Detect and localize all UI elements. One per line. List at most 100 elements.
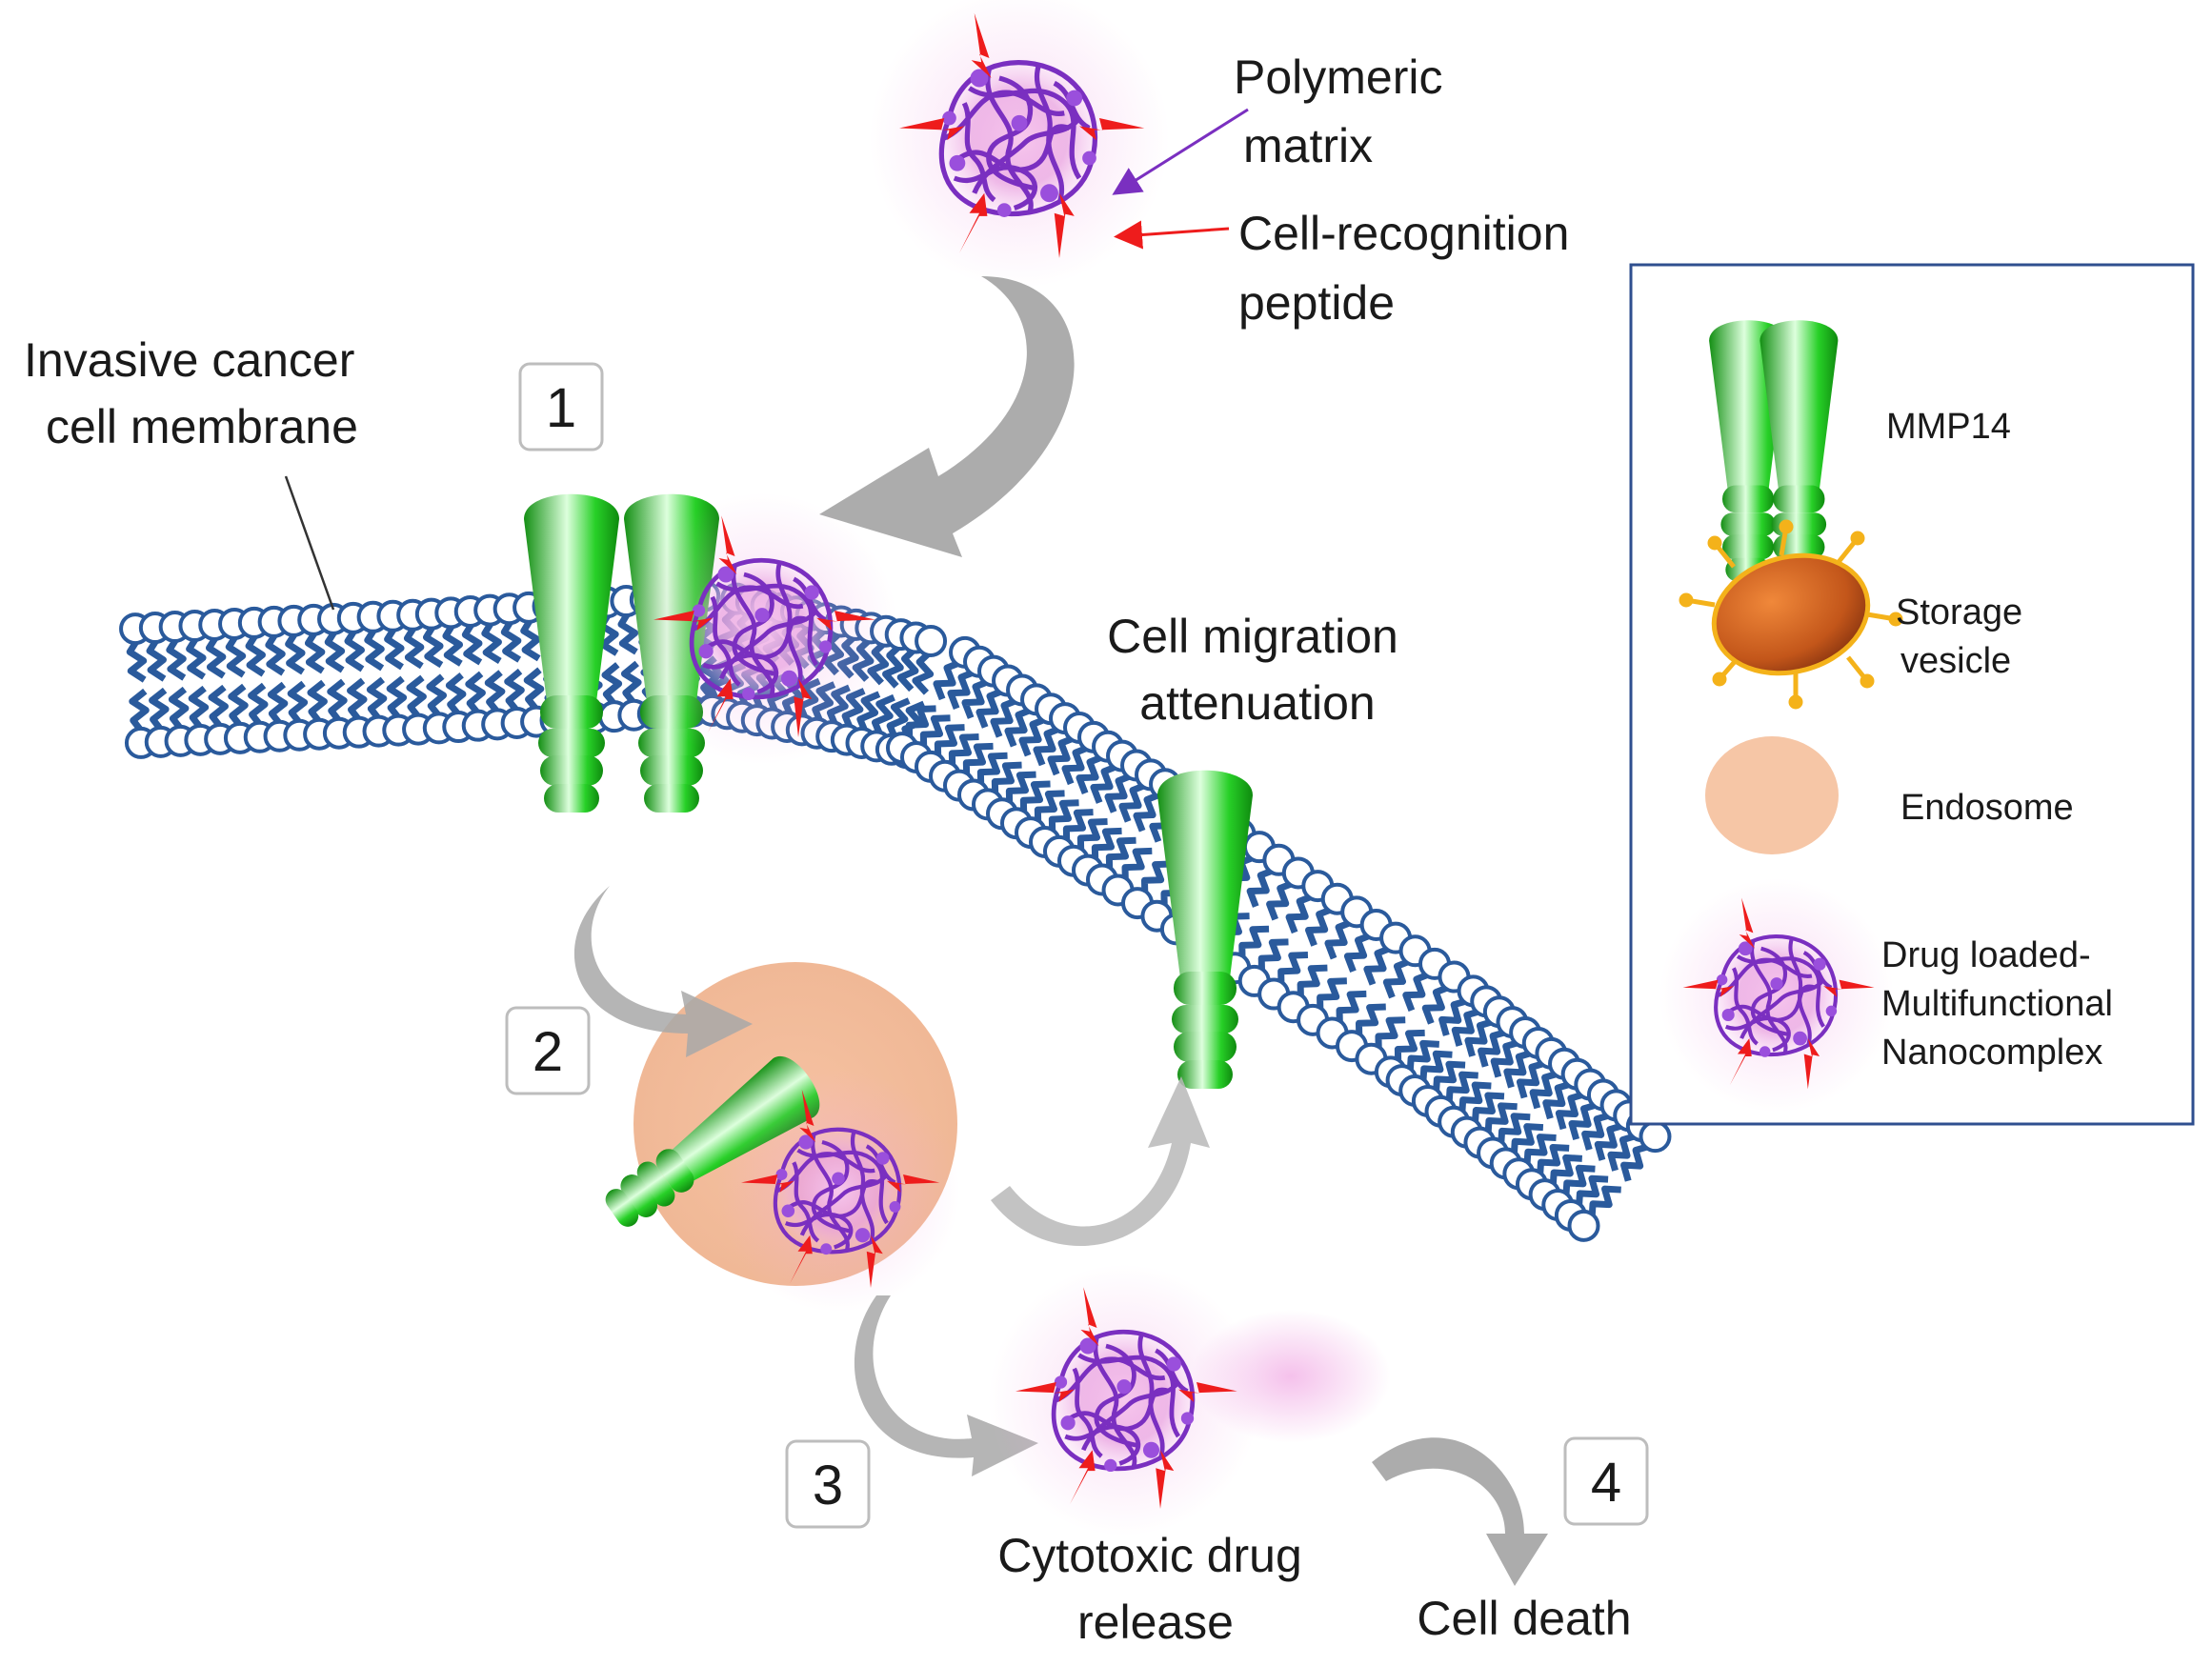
- lipid-tail: [1285, 893, 1312, 934]
- membrane-leader-line: [284, 475, 335, 611]
- lipid-tail: [344, 629, 365, 672]
- lipid-tail: [1523, 1134, 1557, 1164]
- lipid-tail: [1297, 964, 1328, 996]
- lipid-tail: [228, 683, 249, 727]
- lipid-tail: [1375, 1016, 1406, 1049]
- lipid-tail: [1607, 1133, 1636, 1172]
- free-nanocomplex: [870, 0, 1170, 289]
- polymeric-matrix-label-2: matrix: [1243, 119, 1373, 172]
- lipid-tail: [307, 679, 328, 723]
- lipid-tail: [1266, 880, 1293, 921]
- lipid-tail: [1246, 868, 1273, 908]
- legend-mmp14-label: MMP14: [1886, 407, 2011, 447]
- lipid-tail: [1402, 972, 1429, 1012]
- lipid-tail: [1438, 997, 1466, 1036]
- lipid-tail: [265, 633, 286, 676]
- legend-vesicle-icon: [1679, 519, 1903, 710]
- lipid-tail: [1305, 907, 1332, 947]
- lipid-tail: [1076, 754, 1102, 794]
- lipid-tail: [1121, 847, 1153, 879]
- lipid-tail: [1490, 1039, 1518, 1078]
- lipid-tail: [871, 693, 895, 735]
- lipid-tail: [366, 676, 388, 720]
- legend-nano-label-3: Nanocomplex: [1881, 1033, 2102, 1073]
- step-box-3: 3: [785, 1439, 871, 1529]
- lipid-tail: [919, 714, 951, 747]
- lipid-tail: [990, 697, 1016, 738]
- cell-death-label: Cell death: [1417, 1592, 1631, 1645]
- lipid-tail: [1277, 952, 1309, 983]
- lipid-tail: [1090, 764, 1116, 804]
- lipid-tail: [1324, 919, 1351, 960]
- lipid-tail: [1004, 707, 1031, 748]
- lipid-tail: [962, 742, 994, 775]
- lipid-tail: [186, 637, 207, 680]
- lipid-tail: [1355, 1003, 1386, 1035]
- lipid-tail: [905, 705, 936, 737]
- lipid-tail: [523, 667, 545, 711]
- lipid-tail: [1498, 1113, 1531, 1143]
- lipid-tail: [991, 761, 1022, 793]
- lipid-tail: [126, 640, 148, 683]
- lipid-tail: [1018, 716, 1045, 757]
- lipid-tail: [1562, 1164, 1596, 1195]
- lipid-tail: [248, 682, 269, 726]
- lipid-tail: [1076, 818, 1108, 851]
- legend-nanocomplex-icon: [1659, 878, 1894, 1113]
- lipid-tail: [1445, 1071, 1478, 1102]
- legend-vesicle-label-2: vesicle: [1900, 641, 2011, 681]
- step-box-4: 4: [1563, 1436, 1649, 1526]
- lipid-tail: [1581, 1112, 1609, 1151]
- lipid-tail: [1510, 1123, 1544, 1154]
- lipid-tail: [406, 674, 427, 718]
- migration-label-1: Cell migration: [1107, 610, 1398, 663]
- lipid-tail: [1478, 1029, 1505, 1068]
- lipid-tail: [225, 635, 247, 678]
- migration-label-2: attenuation: [1139, 676, 1375, 730]
- internalization-arrow: [573, 886, 753, 1057]
- lipid-tail: [1343, 933, 1371, 974]
- lipid-tail: [1549, 1154, 1583, 1185]
- lipid-tail: [976, 752, 1008, 784]
- lipid-tail: [1133, 792, 1159, 833]
- lipid-tail: [1047, 735, 1074, 776]
- lipid-tail: [384, 627, 405, 671]
- lipid-tail: [896, 648, 919, 692]
- lipid-tail: [1091, 827, 1122, 860]
- lipid-tail: [1472, 1092, 1505, 1122]
- lipid-tail: [1382, 958, 1410, 999]
- lipid-tail: [422, 625, 444, 669]
- death-arrow: [1372, 1437, 1548, 1586]
- binding-arrow: [819, 276, 1075, 557]
- lipid-tail: [504, 668, 525, 713]
- lipid-tail: [304, 631, 326, 674]
- membrane-label-2: cell membrane: [46, 400, 358, 453]
- step-number: 3: [813, 1455, 843, 1516]
- lipid-tail: [500, 620, 522, 663]
- lipid-tail: [1458, 1081, 1492, 1113]
- lipid-tail: [948, 733, 979, 766]
- lipid-tail: [287, 680, 309, 724]
- lipid-tail: [149, 687, 170, 732]
- lipid-tail: [1238, 925, 1270, 957]
- lipid-tail: [166, 638, 187, 681]
- lipid-tail: [1503, 1050, 1531, 1089]
- lipid-tail: [933, 660, 959, 701]
- lipid-tail: [245, 634, 266, 677]
- lipid-tail: [327, 678, 348, 722]
- lipid-tail: [1104, 773, 1131, 813]
- internalized-nanocomplex: [717, 1070, 960, 1313]
- lipid-tail: [1594, 1122, 1622, 1161]
- lipid-tail: [1363, 946, 1390, 986]
- lipid-tail: [1421, 984, 1448, 1025]
- lipid-tail: [403, 626, 425, 670]
- lipid-tail: [445, 672, 467, 716]
- peptide-label-2: peptide: [1238, 276, 1395, 330]
- lipid-tail: [1537, 1143, 1570, 1174]
- lipid-tail: [912, 652, 935, 695]
- lipid-tail: [465, 671, 486, 714]
- lipid-tail: [386, 675, 408, 719]
- lipid-tail: [484, 670, 506, 713]
- lipid-head: [1567, 1209, 1600, 1242]
